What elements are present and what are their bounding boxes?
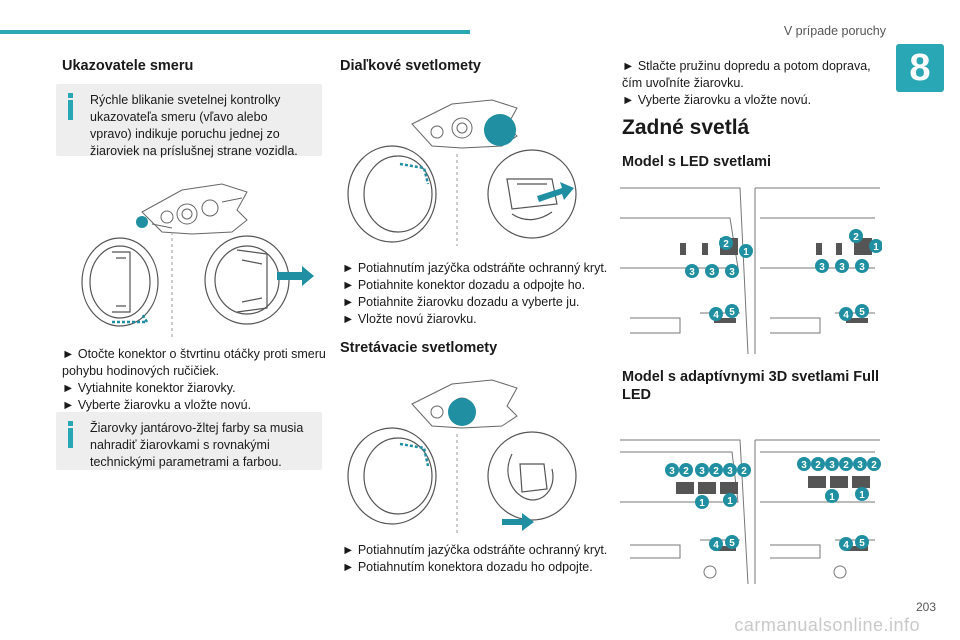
marker-label: 3: [839, 262, 845, 273]
marker-label: 1: [727, 496, 733, 507]
marker-label: 4: [713, 310, 719, 321]
marker-label: 4: [713, 540, 719, 551]
chapter-badge: 8: [896, 44, 944, 92]
marker-label: 3: [729, 267, 735, 278]
pull-tab-arrow-icon: [399, 162, 430, 185]
info-icon: [66, 421, 76, 449]
bulb-marker: [484, 114, 516, 146]
info-icon: [66, 93, 76, 121]
heading-rear-lights: Zadné svetlá: [622, 116, 750, 139]
marker-label: 5: [859, 307, 865, 318]
bulb-marker: [136, 216, 148, 228]
marker-label: 1: [743, 247, 749, 258]
rear-led-figure: 1 2 3 3 3 4 5 1 2 3 3 3 4 5: [620, 187, 882, 354]
rear-full-led-figure: 3 2 3 2 3 2 3 2 3 2 3 2 1 1 1 1 4 5 4 5: [620, 439, 881, 584]
pull-tab-arrow-icon: [399, 442, 430, 467]
rotate-arrow-icon: [112, 313, 150, 324]
high-beam-figure: [347, 99, 577, 246]
turn-signal-figure: [81, 183, 314, 340]
marker-label: 2: [853, 232, 859, 243]
steps-continued: ► Stlačte pružinu dopredu a potom doprav…: [622, 58, 882, 109]
marker-label: 2: [843, 460, 849, 471]
marker-label: 2: [815, 460, 821, 471]
marker-label: 3: [859, 262, 865, 273]
marker-label: 3: [801, 460, 807, 471]
marker-label: 5: [729, 307, 735, 318]
pull-arrow-icon: [502, 513, 534, 531]
heading-led-model: Model s LED svetlami: [622, 154, 772, 170]
step-3: ► Vyberte žiarovku a vložte novú.: [62, 398, 252, 412]
step-1: ► Potiahnutím jazýčka odstráňte ochranný…: [342, 543, 608, 557]
marker-label: 5: [859, 538, 865, 549]
marker-label: 3: [709, 267, 715, 278]
marker-label: 3: [689, 267, 695, 278]
page-number: 203: [915, 600, 936, 614]
step-1: ► Otočte konektor o štvrtinu otáčky prot…: [62, 347, 326, 378]
steps-low-beam: ► Potiahnutím jazýčka odstráňte ochranný…: [342, 542, 608, 576]
info-box-amber-bulbs: Žiarovky jantárovo-žltej farby sa musia …: [56, 412, 322, 470]
step-1: ► Stlačte pružinu dopredu a potom doprav…: [622, 59, 871, 90]
heading-full-led-model: Model s adaptívnymi 3D svetlami Full LED: [622, 369, 880, 403]
marker-label: 3: [819, 262, 825, 273]
marker-label: 4: [843, 540, 849, 551]
step-4: ► Vložte novú žiarovku.: [342, 312, 477, 326]
pull-arrow-icon: [537, 182, 574, 202]
marker-label: 3: [669, 466, 675, 477]
pull-arrow-icon: [277, 266, 314, 286]
marker-label: 3: [857, 460, 863, 471]
marker-label: 4: [843, 310, 849, 321]
section-title: V prípade poruchy: [783, 24, 886, 38]
marker-label: 3: [727, 466, 733, 477]
marker-label: 5: [729, 538, 735, 549]
marker-label: 3: [699, 466, 705, 477]
header-accent-bar: [0, 30, 470, 34]
info-text: Žiarovky jantárovo-žltej farby sa musia …: [90, 421, 304, 469]
heading-high-beam: Diaľkové svetlomety: [340, 58, 481, 74]
marker-label: 2: [741, 466, 747, 477]
step-2: ► Vyberte žiarovku a vložte novú.: [622, 93, 812, 107]
marker-label: 2: [723, 239, 729, 250]
step-2: ► Potiahnite konektor dozadu a odpojte h…: [342, 278, 586, 292]
marker-label: 1: [859, 490, 865, 501]
info-text: Rýchle blikanie svetelnej kontrolky ukaz…: [90, 93, 298, 158]
marker-label: 1: [829, 492, 835, 503]
step-1: ► Potiahnutím jazýčka odstráňte ochranný…: [342, 261, 608, 275]
step-3: ► Potiahnite žiarovku dozadu a vyberte j…: [342, 295, 580, 309]
marker-label: 2: [871, 460, 877, 471]
low-beam-figure: [347, 379, 577, 534]
bulb-marker: [448, 398, 476, 426]
steps-high-beam: ► Potiahnutím jazýčka odstráňte ochranný…: [342, 260, 608, 328]
marker-label: 2: [683, 466, 689, 477]
step-2: ► Vytiahnite konektor žiarovky.: [62, 381, 236, 395]
marker-label: 1: [873, 242, 879, 253]
steps-turn-signals: ► Otočte konektor o štvrtinu otáčky prot…: [62, 346, 326, 414]
marker-label: 1: [699, 498, 705, 509]
heading-turn-signals: Ukazovatele smeru: [62, 58, 194, 74]
info-box-turn-signals: Rýchle blikanie svetelnej kontrolky ukaz…: [56, 84, 322, 158]
heading-low-beam: Stretávacie svetlomety: [340, 340, 498, 356]
watermark: carmanualsonline.info: [734, 615, 920, 635]
marker-label: 2: [713, 466, 719, 477]
marker-label: 3: [829, 460, 835, 471]
step-2: ► Potiahnutím konektora dozadu ho odpojt…: [342, 560, 593, 574]
